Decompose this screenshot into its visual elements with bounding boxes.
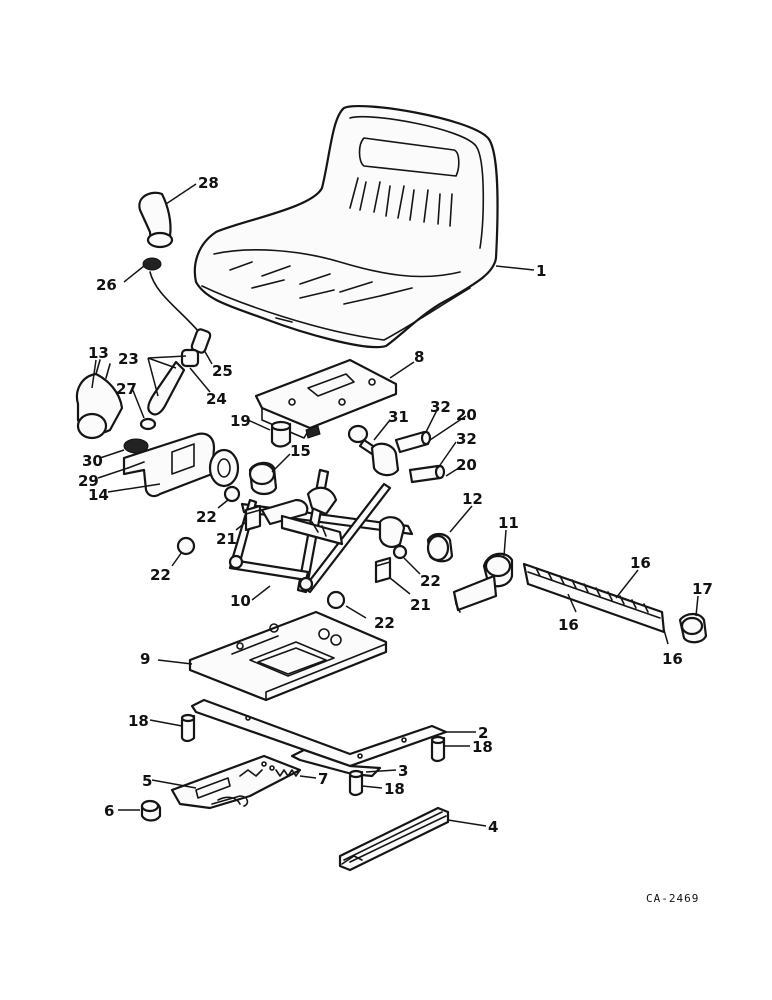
callout-16-right: 16 [662, 650, 683, 668]
callout-4: 4 [488, 818, 498, 836]
callout-24: 24 [206, 390, 227, 408]
slide-bracket-3 [290, 748, 397, 778]
spring-7 [275, 769, 317, 779]
callout-12: 12 [462, 490, 483, 508]
pivot-bracket [97, 432, 240, 498]
shock-absorber [347, 419, 400, 477]
spacer-18-lower [348, 769, 383, 797]
callout-22-lower: 22 [374, 614, 395, 632]
spacer-27 [131, 387, 157, 431]
callout-28: 28 [198, 174, 219, 192]
callout-22-right: 22 [420, 572, 441, 590]
callout-14: 14 [88, 486, 109, 504]
callout-8: 8 [414, 348, 424, 366]
cable-clip [123, 257, 162, 283]
callout-21-lower: 21 [410, 596, 431, 614]
callout-31: 31 [388, 408, 409, 426]
callout-3: 3 [398, 762, 408, 780]
callout-7: 7 [318, 770, 328, 788]
roller-22-left [171, 536, 196, 567]
block-21-upper [235, 504, 262, 532]
seat-pan [193, 104, 535, 349]
pin-upper [394, 407, 467, 454]
callout-32-lower: 32 [456, 430, 477, 448]
callout-21-upper: 21 [216, 530, 237, 548]
pin-lower [408, 441, 463, 484]
callout-23: 23 [118, 350, 139, 368]
mounting-plate [254, 358, 415, 439]
callout-13: 13 [88, 344, 109, 362]
callout-22-left: 22 [150, 566, 171, 584]
end-cap-17 [678, 595, 708, 644]
roller-22-lower [326, 590, 367, 619]
roller-22-upper [217, 485, 241, 509]
bracket-11 [452, 529, 514, 613]
latch-cam [75, 359, 124, 440]
adjuster-tube [522, 562, 669, 645]
callout-labels: 1 28 26 13 23 25 24 27 8 19 31 32 20 32 … [78, 174, 713, 836]
callout-11: 11 [498, 514, 519, 532]
cable-link [147, 328, 213, 416]
callout-25: 25 [212, 362, 233, 380]
callout-22-upper: 22 [196, 508, 217, 526]
callout-18-mid: 18 [472, 738, 493, 756]
callout-6: 6 [104, 802, 114, 820]
bushing-12 [426, 505, 473, 563]
spacer-18-mid [430, 735, 470, 763]
scissor-frame [228, 468, 414, 601]
callout-2: 2 [478, 724, 488, 742]
block-21-lower [374, 556, 411, 595]
bushing-15 [248, 453, 291, 496]
latch-lever-5 [151, 754, 302, 810]
callout-19: 19 [230, 412, 251, 430]
callout-5: 5 [142, 772, 152, 790]
callout-15: 15 [290, 442, 311, 460]
callout-16-top: 16 [630, 554, 651, 572]
plug-6 [118, 799, 162, 822]
callout-1: 1 [536, 262, 546, 280]
adjuster-knob [138, 183, 197, 249]
rail-bar-2 [190, 698, 476, 768]
callout-32-upper: 32 [430, 398, 451, 416]
callout-20-lower: 20 [456, 456, 477, 474]
spacer-18-left [149, 713, 196, 743]
callout-9: 9 [140, 650, 150, 668]
callout-27: 27 [116, 380, 137, 398]
callout-16-left: 16 [558, 616, 579, 634]
callout-20-upper: 20 [456, 406, 477, 424]
slide-rail-4 [338, 806, 487, 872]
callout-18-lower: 18 [384, 780, 405, 798]
drawing-code: CA-2469 [646, 892, 699, 905]
callout-30: 30 [82, 452, 103, 470]
callout-26: 26 [96, 276, 117, 294]
callout-17: 17 [692, 580, 713, 598]
callout-10: 10 [230, 592, 251, 610]
base-plate [157, 610, 388, 702]
bumper-19 [247, 419, 292, 448]
callout-18-left: 18 [128, 712, 149, 730]
washer-30 [99, 438, 149, 459]
roller-22-right [392, 544, 421, 575]
callout-29: 29 [78, 472, 99, 490]
